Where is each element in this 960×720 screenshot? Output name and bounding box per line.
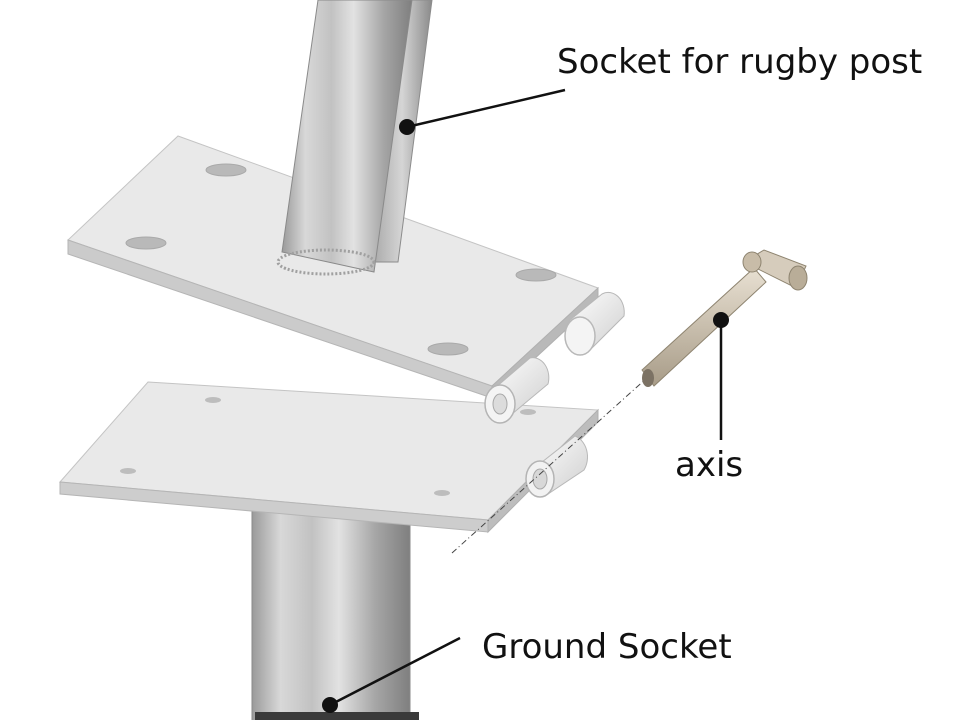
bolt-hole bbox=[434, 490, 450, 496]
axis-centerline bbox=[451, 376, 649, 554]
callout-axis: axis bbox=[675, 312, 743, 485]
label-ground-socket: Ground Socket bbox=[482, 627, 732, 667]
callout-socket-for-rugby-post: Socket for rugby post bbox=[399, 42, 922, 135]
bolt-hole bbox=[120, 468, 136, 474]
axis-pin bbox=[641, 249, 808, 387]
label-socket-for-rugby-post: Socket for rugby post bbox=[557, 42, 922, 82]
lower-hinge-knuckle bbox=[525, 435, 588, 498]
bolt-hole bbox=[427, 342, 469, 356]
bolt-hole bbox=[205, 397, 221, 403]
bolt-hole bbox=[205, 163, 247, 177]
upper-hinge-knuckles bbox=[484, 291, 625, 424]
ground-socket-pipe bbox=[251, 509, 419, 720]
label-axis: axis bbox=[675, 445, 743, 485]
callout-dot bbox=[713, 312, 729, 328]
bolt-hole bbox=[520, 409, 536, 415]
callout-dot bbox=[399, 119, 415, 135]
callout-dot bbox=[322, 697, 338, 713]
callout-ground-socket: Ground Socket bbox=[322, 627, 732, 713]
bolt-hole bbox=[125, 236, 167, 250]
bolt-hole bbox=[515, 268, 557, 282]
